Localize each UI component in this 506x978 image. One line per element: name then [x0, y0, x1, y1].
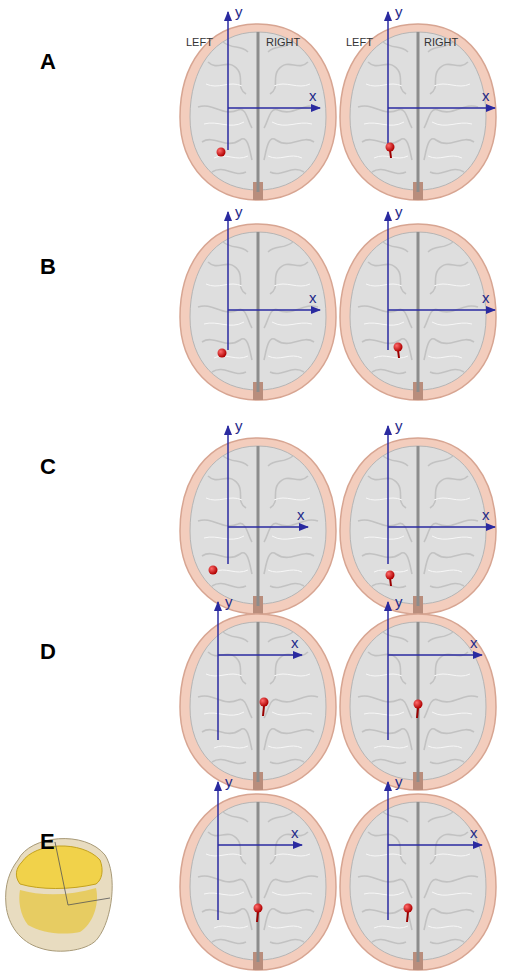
axis-label: y [225, 774, 233, 791]
axis-label: x [482, 507, 490, 524]
panel-letter: A [40, 50, 56, 74]
axis-label: y [395, 204, 403, 221]
axis-label: x [291, 825, 299, 842]
axis-label: y [225, 594, 233, 611]
axis-label: x [470, 635, 478, 652]
axis-label: x [291, 635, 299, 652]
axis-label: y [395, 774, 403, 791]
head-3d-icon [6, 839, 113, 952]
axis-label: y [395, 594, 403, 611]
axis-label: x [297, 507, 305, 524]
axis-label: y [395, 4, 403, 21]
axis-label: y [395, 418, 403, 435]
panel-letter: D [40, 640, 56, 664]
axis-label: y [235, 4, 243, 21]
panel-letter: C [40, 455, 56, 479]
axis-label: y [235, 204, 243, 221]
panel-letter: E [40, 830, 55, 854]
axis-label: x [309, 290, 317, 307]
side-label: LEFT [186, 36, 213, 48]
axis-label: x [482, 88, 490, 105]
axis-label: x [482, 290, 490, 307]
panel-letter: B [40, 255, 56, 279]
axis-label: x [470, 825, 478, 842]
axis-label: y [235, 418, 243, 435]
side-label: RIGHT [424, 36, 458, 48]
axis-label: x [309, 88, 317, 105]
side-label: RIGHT [266, 36, 300, 48]
side-label: LEFT [346, 36, 373, 48]
